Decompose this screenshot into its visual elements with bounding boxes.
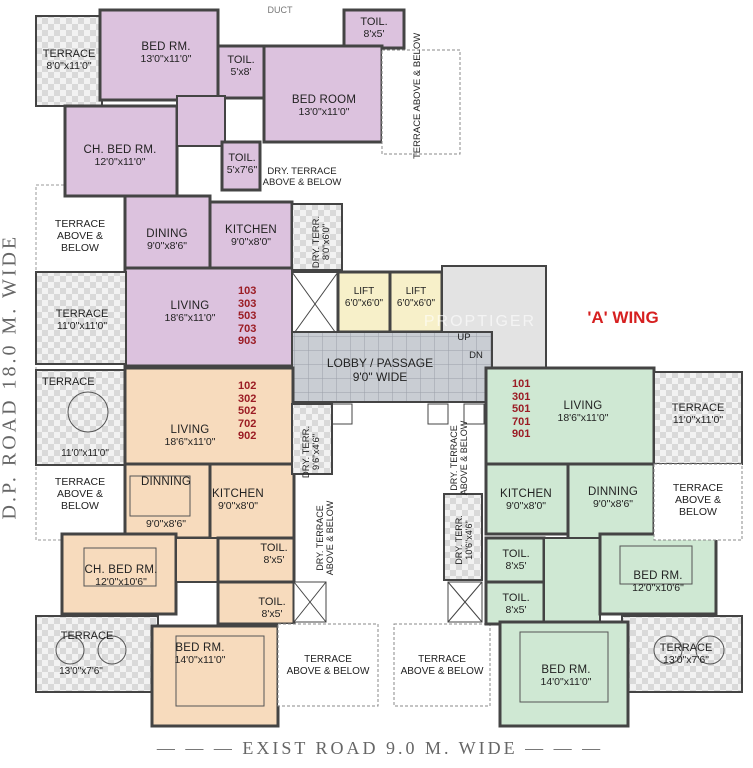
flat-purple	[35, 8, 461, 368]
o-child-bedroom: CH. BED RM.12'0"x10'6"	[84, 564, 158, 588]
o-toilet-1: TOIL.8'x5'	[260, 542, 288, 566]
wing-label: 'A' WING	[587, 308, 659, 327]
o-dinning-dim: 9'0"x8'6"	[145, 518, 187, 530]
o-toilet-2: TOIL.8'x5'	[258, 596, 286, 620]
g-bedroom-right: BED RM.12'0"x10'6"	[632, 570, 684, 594]
p-terrace-right: TERRACE ABOVE & BELOW	[412, 32, 423, 159]
p-child-bedroom: CH. BED RM.12'0"x11'0"	[83, 144, 157, 168]
o-terrace-bottom-dim: 13'0"x7'6"	[59, 666, 103, 677]
p-bed-room-1: BED RM.13'0"x11'0"	[140, 41, 192, 65]
p-toilet-2: TOIL.5'x7'6"	[226, 152, 258, 176]
flat-orange	[35, 366, 333, 728]
g-toilet-1: TOIL.8'x5'	[502, 548, 530, 572]
g-toilet-2: TOIL.8'x5'	[502, 592, 530, 616]
o-terrace: TERRACE	[42, 376, 95, 388]
p-toilet-top: TOIL.8'x5'	[360, 16, 388, 40]
p-dry-terr-v: DRY. TERR.8'0"x6'0"	[311, 215, 332, 269]
road-bottom-label: — — — EXIST ROAD 9.0 M. WIDE — — —	[156, 738, 604, 758]
o-dinning: DINNING	[141, 476, 191, 488]
g-bedroom: BED RM.14'0"x11'0"	[540, 664, 592, 688]
o-bedroom: BED RM.14'0"x11'0"	[174, 642, 226, 666]
stair-up: UP	[457, 332, 471, 343]
o-terrace-dim: 11'0"x11'0"	[61, 448, 109, 459]
road-left-label: D.P. ROAD 18.0 M. WIDE	[0, 233, 21, 520]
stair-down: DN	[469, 350, 483, 361]
duct-label: DUCT	[267, 5, 293, 15]
o-terrace-bottom-name: TERRACE	[60, 630, 114, 642]
p-toilet-1: TOIL.5'x8'	[227, 54, 255, 78]
watermark: PROPTIGER	[423, 313, 537, 330]
o-dry-terr-v: DRY. TERR.9'6"x4'6"	[301, 425, 322, 479]
g-dry-terr-v: DRY. TERR.10'6"x4'6"	[454, 515, 474, 565]
flat-green	[443, 366, 743, 728]
